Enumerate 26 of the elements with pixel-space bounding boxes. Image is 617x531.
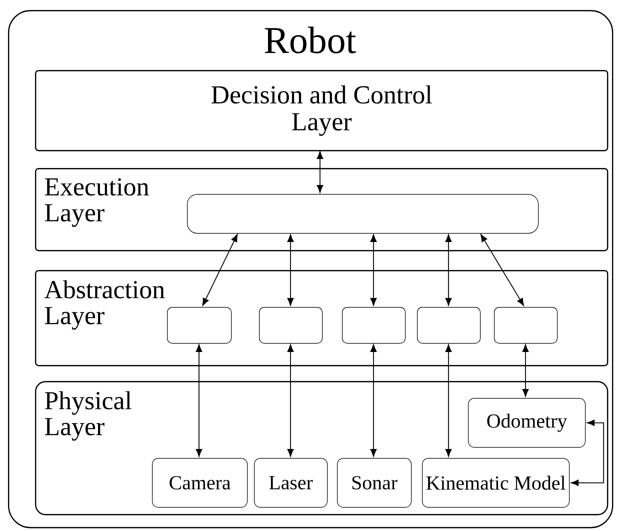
- arrow: [522, 344, 529, 397]
- empty-box: [417, 307, 481, 344]
- layer-box: Decision and Control Layer: [35, 70, 608, 152]
- arrow: [370, 234, 377, 306]
- arrow: [445, 234, 452, 306]
- empty-box: [187, 194, 539, 234]
- arrow: [196, 344, 202, 457]
- layer-box: Execution Layer: [35, 168, 608, 252]
- arrow: [316, 151, 324, 193]
- layer-box: Abstraction Layer: [35, 270, 608, 366]
- empty-box: [342, 307, 406, 344]
- empty-box: [259, 307, 323, 344]
- arrow: [570, 420, 604, 486]
- component-box: Camera: [152, 458, 248, 508]
- component-box: Odometry: [468, 398, 586, 448]
- empty-box: [167, 307, 232, 344]
- component-box: Kinematic Model: [422, 458, 570, 508]
- arrow: [480, 234, 524, 306]
- arrow: [445, 344, 452, 457]
- component-box: Sonar: [337, 458, 412, 508]
- arrow: [370, 344, 377, 457]
- empty-box: [494, 307, 558, 344]
- arrow: [202, 234, 238, 306]
- component-box: Laser: [254, 458, 328, 508]
- arrow: [287, 344, 294, 457]
- arrow: [287, 234, 294, 306]
